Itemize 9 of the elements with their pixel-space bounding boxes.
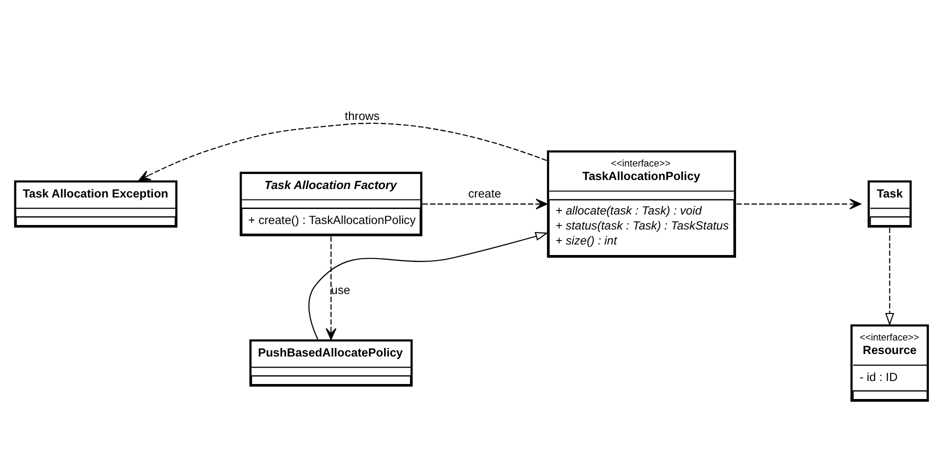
arrow xyxy=(325,236,336,340)
arrow xyxy=(308,231,548,339)
arrow xyxy=(736,198,861,209)
edge-label: create xyxy=(468,186,501,200)
edge-label: throws xyxy=(344,108,380,123)
arrow xyxy=(884,227,894,326)
arrow xyxy=(138,122,546,180)
arrow xyxy=(422,198,547,209)
edge-label: use xyxy=(330,282,350,297)
